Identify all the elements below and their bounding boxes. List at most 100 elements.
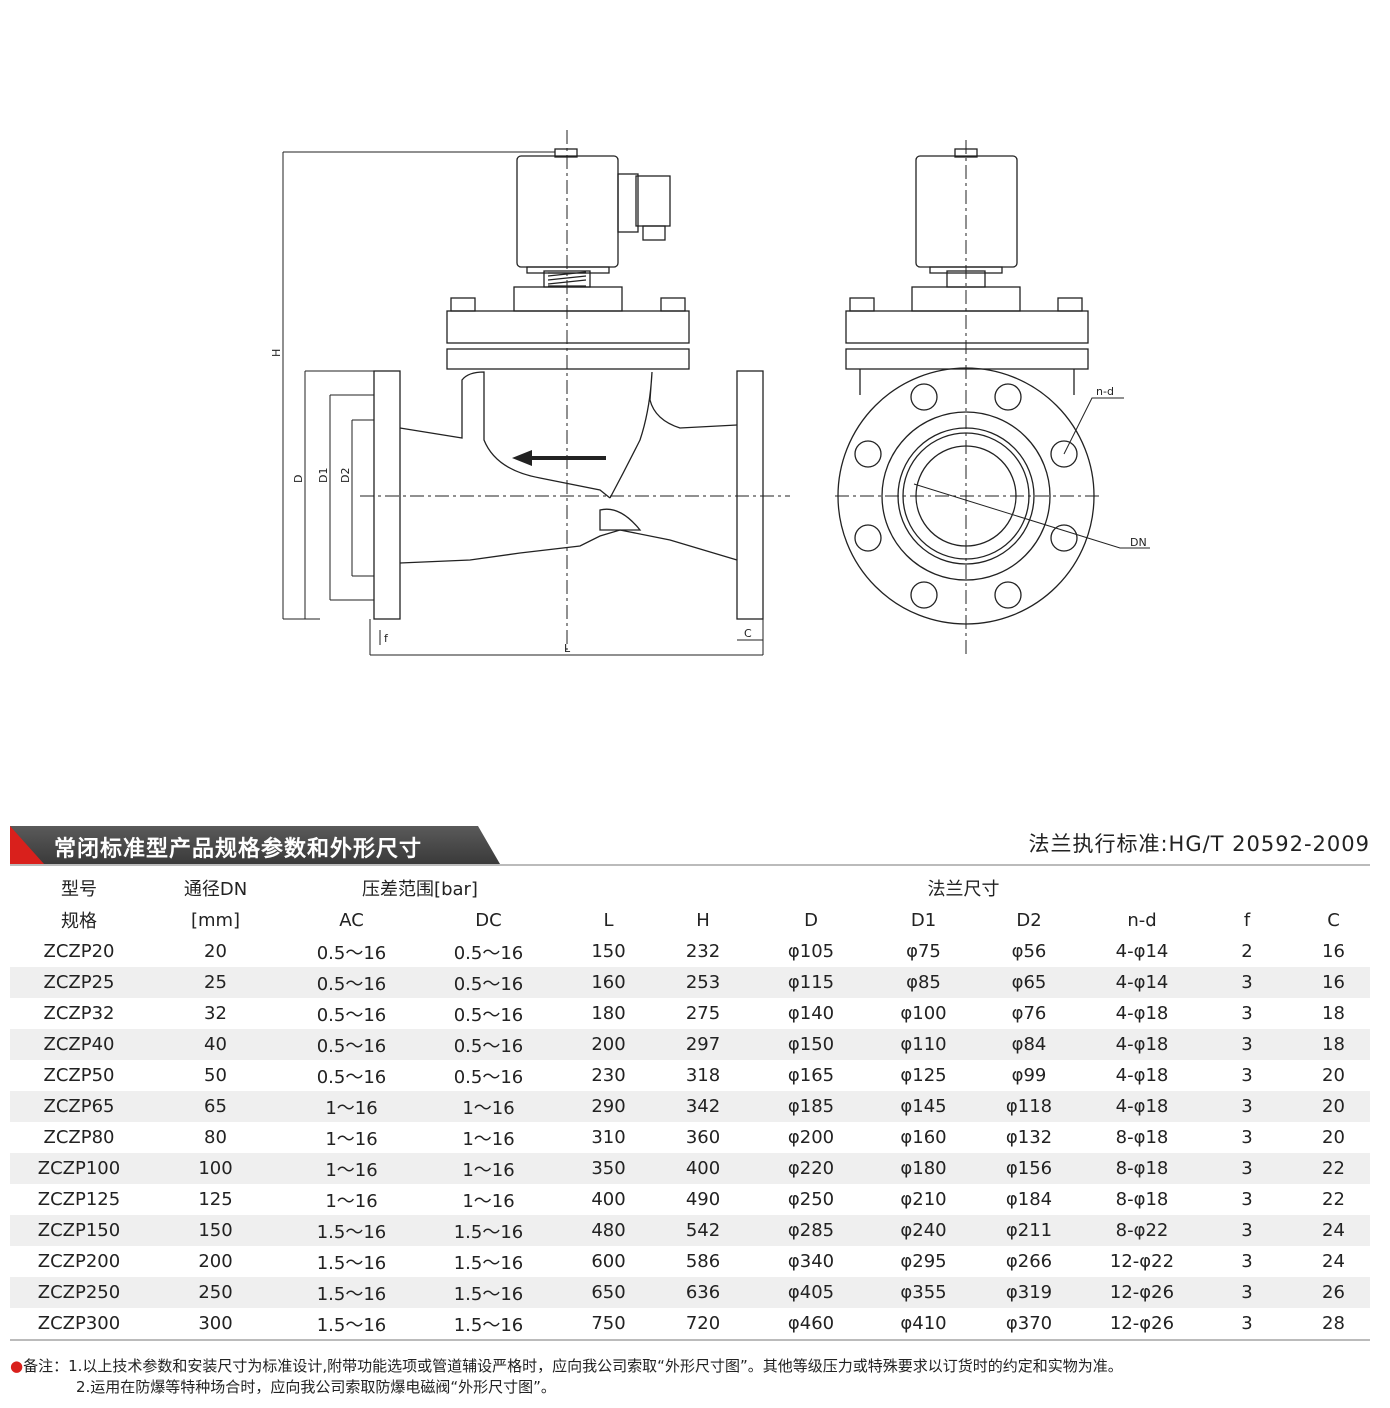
table-cell: 4-φ18 (1087, 998, 1197, 1029)
table-cell: φ84 (971, 1029, 1087, 1060)
bolt-right (660, 297, 686, 312)
table-cell: φ410 (876, 1308, 971, 1341)
table-cell: ZCZP32 (10, 998, 148, 1029)
table-cell: 12-φ22 (1087, 1246, 1197, 1277)
table-cell: 18 (1297, 998, 1370, 1029)
table-cell: φ165 (746, 1060, 876, 1091)
table-cell: 20 (148, 936, 283, 967)
table-cell: 0.5～16 (420, 967, 557, 998)
table-cell: 1.5～16 (283, 1215, 420, 1246)
header-dc: DC (420, 904, 557, 936)
table-cell: 24 (1297, 1246, 1370, 1277)
table-cell: φ266 (971, 1246, 1087, 1277)
table-cell: ZCZP65 (10, 1091, 148, 1122)
table-cell: φ150 (746, 1029, 876, 1060)
table-cell: 12-φ26 (1087, 1277, 1197, 1308)
table-cell: φ125 (876, 1060, 971, 1091)
table-cell: 150 (557, 936, 660, 967)
table-cell: 160 (557, 967, 660, 998)
table-cell: 22 (1297, 1184, 1370, 1215)
note-text-1: 备注：1.以上技术参数和安装尺寸为标准设计,附带功能选项或管道辅设严格时，应向我… (23, 1357, 1123, 1375)
side-bolt-left (849, 297, 875, 312)
table-cell: φ99 (971, 1060, 1087, 1091)
centerlines-side (835, 140, 1100, 655)
table-cell: 290 (557, 1091, 660, 1122)
connector-left (617, 173, 639, 233)
valve-drawing: H D D1 D2 f C L n-d DN (270, 130, 1150, 656)
header-dn: 通径DN (148, 872, 283, 904)
table-cell: 600 (557, 1246, 660, 1277)
table-cell: φ156 (971, 1153, 1087, 1184)
dim-label-f: f (384, 632, 389, 645)
dim-lines (282, 151, 764, 656)
table-cell: 200 (557, 1029, 660, 1060)
table-cell: 1.5～16 (420, 1277, 557, 1308)
table-cell: 3 (1197, 1122, 1297, 1153)
table-cell: φ56 (971, 936, 1087, 967)
table-cell: 650 (557, 1277, 660, 1308)
table-cell: φ405 (746, 1277, 876, 1308)
side-body-flange (845, 348, 1089, 370)
table-cell: 275 (660, 998, 746, 1029)
table-cell: ZCZP125 (10, 1184, 148, 1215)
title-underline (10, 864, 1370, 866)
table-cell: 4-φ14 (1087, 936, 1197, 967)
table-cell: φ110 (876, 1029, 971, 1060)
side-cover (845, 310, 1089, 344)
table-cell: 100 (148, 1153, 283, 1184)
table-cell: 318 (660, 1060, 746, 1091)
table-cell: φ75 (876, 936, 971, 967)
table-cell: φ140 (746, 998, 876, 1029)
table-cell: ZCZP200 (10, 1246, 148, 1277)
header-L: L (557, 904, 660, 936)
connector-gland (642, 225, 666, 241)
table-cell: 3 (1197, 1091, 1297, 1122)
table-cell: φ295 (876, 1246, 971, 1277)
table-cell: 0.5～16 (420, 1029, 557, 1060)
notes: ●备注：1.以上技术参数和安装尺寸为标准设计,附带功能选项或管道辅设严格时，应向… (10, 1356, 1123, 1398)
body-contour (399, 371, 738, 564)
table-cell: 3 (1197, 1277, 1297, 1308)
table-cell: 232 (660, 936, 746, 967)
side-bolt-right (1057, 297, 1083, 312)
table-cell: 26 (1297, 1277, 1370, 1308)
header-f: f (1197, 904, 1297, 936)
table-cell: 1～16 (283, 1184, 420, 1215)
dim-label-C: C (744, 627, 752, 640)
table-cell: 300 (148, 1308, 283, 1341)
table-cell: 360 (660, 1122, 746, 1153)
table-cell: ZCZP150 (10, 1215, 148, 1246)
table-cell: 1～16 (283, 1122, 420, 1153)
table-cell: 125 (148, 1184, 283, 1215)
table-cell: 1～16 (420, 1122, 557, 1153)
dim-label-n-d: n-d (1096, 385, 1114, 398)
table-cell: φ65 (971, 967, 1087, 998)
table-cell: 3 (1197, 1153, 1297, 1184)
header-D: D (746, 904, 876, 936)
flange-left (373, 370, 401, 620)
table-cell: 720 (660, 1308, 746, 1341)
table-cell: φ85 (876, 967, 971, 998)
table-cell: 636 (660, 1277, 746, 1308)
table-cell: 1～16 (283, 1091, 420, 1122)
table-cell: 25 (148, 967, 283, 998)
table-cell: 297 (660, 1029, 746, 1060)
header-ac: AC (283, 904, 420, 936)
table-cell: 1.5～16 (420, 1215, 557, 1246)
flange-standard: 法兰执行标准:HG/T 20592-2009 (1028, 832, 1370, 856)
table-cell: 4-φ18 (1087, 1060, 1197, 1091)
table-header-row-2: 规格 [mm] AC DC L H D D1 D2 n-d f C (10, 904, 1370, 936)
dim-label-D1: D1 (317, 468, 330, 483)
table-cell: 4-φ14 (1087, 967, 1197, 998)
table-cell: φ100 (876, 998, 971, 1029)
table-cell: φ200 (746, 1122, 876, 1153)
side-neck (859, 369, 1075, 395)
table-cell: 342 (660, 1091, 746, 1122)
header-D1: D1 (876, 904, 971, 936)
table-cell: 586 (660, 1246, 746, 1277)
